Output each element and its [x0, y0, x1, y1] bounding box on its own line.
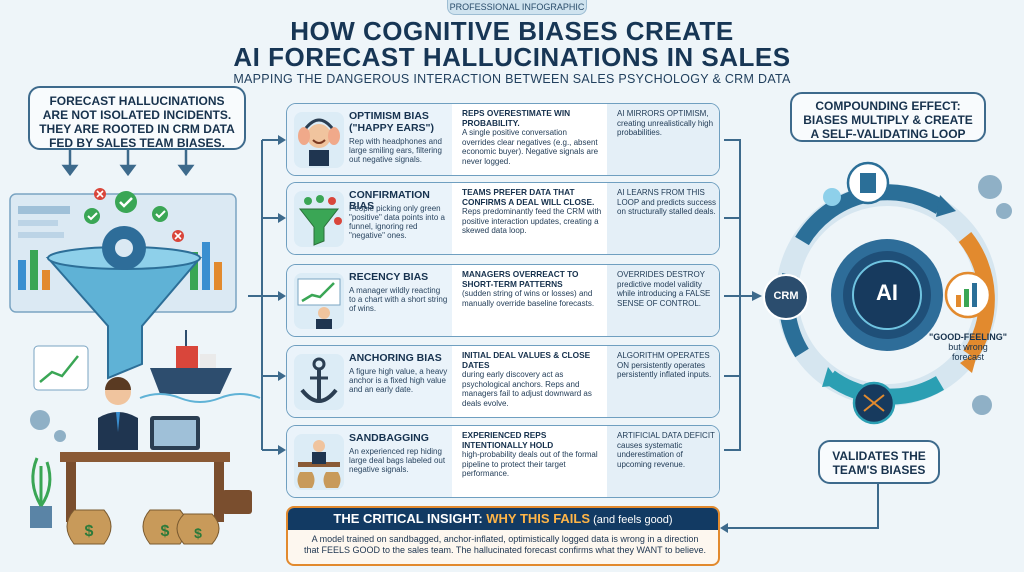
- svg-text:$: $: [161, 523, 170, 540]
- anchor-icon: [294, 354, 344, 410]
- bias-name: RECENCY BIAS: [349, 271, 429, 283]
- bias-effect-head: INITIAL DEAL VALUES & CLOSE DATES: [462, 350, 591, 370]
- insight-head-a: THE CRITICAL INSIGHT:: [333, 511, 487, 526]
- good-feeling-line: forecast: [951, 352, 984, 362]
- svg-text:$: $: [194, 525, 202, 541]
- bias-name: CONFIRMATION BIAS: [349, 189, 430, 212]
- gear-icon: [54, 430, 66, 442]
- page-subtitle: MAPPING THE DANGEROUS INTERACTION BETWEE…: [233, 72, 791, 86]
- left-box-line: THEY ARE ROOTED IN CRM DATA: [39, 122, 235, 136]
- validates-biases-box: VALIDATES THE TEAM'S BIASES: [818, 440, 940, 484]
- money-bag-icon: $: [66, 509, 112, 545]
- briefcase-icon: [222, 490, 252, 514]
- bias-row-sandbagging: SANDBAGGING An experienced rep hiding la…: [286, 425, 720, 498]
- bias-name: SANDBAGGING: [349, 432, 429, 444]
- gear-icon: [972, 395, 992, 415]
- insight-line: that FEELS GOOD to the sales team. The h…: [303, 545, 707, 555]
- bias-effect-head: REPS OVERESTIMATE WIN PROBABILITY.: [462, 108, 571, 128]
- good-feeling-line: "GOOD-FEELING": [928, 332, 1008, 342]
- good-feeling-line: but wrong: [948, 342, 988, 352]
- ai-consequence: AI LEARNS FROM THIS LOOP and predicts su…: [617, 188, 717, 216]
- ship-icon: [150, 368, 232, 394]
- desk: [60, 452, 230, 462]
- recency-chart-icon: [294, 273, 344, 329]
- bias-effect-head: EXPERIENCED REPS INTENTIONALLY HOLD: [462, 430, 554, 450]
- crm-label: CRM: [773, 290, 799, 302]
- bias-effect-body: Reps predominantly feed the CRM with pos…: [462, 207, 602, 235]
- money-bag-icon: $: [176, 513, 220, 545]
- left-illustration: $ $ $: [9, 150, 261, 545]
- bias-effect-body: high-probability deals out of the formal…: [462, 450, 598, 478]
- bias-name: ANCHORING BIAS: [349, 352, 442, 364]
- connector-arrows: [248, 135, 762, 455]
- happy-ears-rep-icon: [294, 112, 344, 168]
- insight-head-b: WHY THIS FAILS: [486, 511, 591, 526]
- confirmation-funnel-icon: [294, 191, 344, 247]
- right-box-line: BIASES MULTIPLY & CREATE: [803, 113, 973, 127]
- bias-effect-body: A single positive conversation overrides…: [462, 128, 599, 166]
- left-intro-box: FORECAST HALLUCINATIONS ARE NOT ISOLATED…: [28, 86, 246, 150]
- bias-description: Rep with headphones and large smiling ea…: [349, 137, 442, 164]
- page-title-line1: HOW COGNITIVE BIASES CREATE: [290, 16, 734, 46]
- header-tag: PROFESSIONAL INFOGRAPHIC: [447, 0, 587, 15]
- critical-insight-panel: THE CRITICAL INSIGHT: WHY THIS FAILS (an…: [286, 506, 720, 566]
- gear-icon: [996, 203, 1012, 219]
- crm-node: [763, 274, 809, 320]
- check-icon: [152, 206, 168, 222]
- compounding-effect-box: COMPOUNDING EFFECT: BIASES MULTIPLY & CR…: [790, 92, 986, 142]
- bias-effect-head: TEAMS PREFER DATA THAT CONFIRMS A DEAL W…: [462, 187, 595, 207]
- down-arrows: [61, 150, 195, 177]
- bias-description: A figure high value, a heavy anchor is a…: [349, 367, 448, 394]
- bias-row-optimism: OPTIMISM BIAS ("HAPPY EARS") Rep with he…: [286, 103, 720, 176]
- bias-description: An experienced rep hiding large deal bag…: [349, 447, 446, 474]
- ai-label: AI: [876, 280, 898, 305]
- feedback-arrow: [720, 484, 879, 533]
- left-box-line: ARE NOT ISOLATED INCIDENTS.: [42, 108, 232, 122]
- bias-name-sub: ("HAPPY EARS"): [349, 122, 435, 134]
- trend-chart-icon: [33, 345, 89, 391]
- check-icon: [115, 191, 137, 213]
- validates-line: VALIDATES THE: [832, 449, 926, 463]
- gear-icon: [30, 410, 50, 430]
- self-validating-loop-diagram: [763, 161, 1012, 425]
- bias-row-recency: RECENCY BIAS A manager wildly reacting t…: [286, 264, 720, 337]
- critical-insight-header: THE CRITICAL INSIGHT: WHY THIS FAILS (an…: [288, 508, 718, 530]
- bias-description: People picking only green "positive" dat…: [349, 204, 445, 240]
- insight-head-c: (and feels good): [590, 514, 673, 526]
- validates-line: TEAM'S BIASES: [832, 463, 926, 477]
- ai-consequence: ARTIFICIAL DATA DEFICIT causes systemati…: [617, 431, 715, 469]
- left-box-line: FED BY SALES TEAM BIASES.: [49, 136, 225, 150]
- bias-row-confirmation: CONFIRMATION BIAS People picking only gr…: [286, 182, 720, 255]
- right-box-line: A SELF-VALIDATING LOOP: [810, 127, 966, 141]
- ai-consequence: AI MIRRORS OPTIMISM, creating unrealisti…: [617, 109, 714, 137]
- insight-line: A model trained on sandbagged, anchor-in…: [311, 534, 699, 544]
- bias-row-anchoring: ANCHORING BIAS A figure high value, a he…: [286, 345, 720, 418]
- ai-consequence: OVERRIDES DESTROY predictive model valid…: [617, 270, 711, 308]
- bias-description: A manager wildly reacting to a chart wit…: [349, 286, 448, 313]
- ai-consequence: ALGORITHM OPERATES ON persistently opera…: [617, 351, 712, 379]
- bias-effect-head: MANAGERS OVERREACT TO SHORT-TERM PATTERN…: [462, 269, 579, 289]
- critical-insight-body: A model trained on sandbagged, anchor-in…: [300, 534, 710, 556]
- sandbagging-rep-icon: [294, 434, 344, 490]
- bias-effect-body: during early discovery act as psychologi…: [462, 370, 592, 408]
- gear-icon: [978, 175, 1002, 199]
- bias-effect-body: (sudden string of wins or losses) and ma…: [462, 289, 595, 308]
- bias-name: OPTIMISM BIAS: [349, 110, 429, 122]
- right-box-line: COMPOUNDING EFFECT:: [815, 99, 961, 113]
- plant-pot: [30, 506, 52, 528]
- check-icon: [84, 208, 100, 224]
- svg-text:$: $: [85, 523, 94, 540]
- page-title-line2: AI FORECAST HALLUCINATIONS IN SALES: [233, 42, 791, 72]
- left-box-line: FORECAST HALLUCINATIONS: [49, 94, 225, 108]
- good-feeling-forecast-label: "GOOD-FEELING" but wrong forecast: [922, 332, 1014, 362]
